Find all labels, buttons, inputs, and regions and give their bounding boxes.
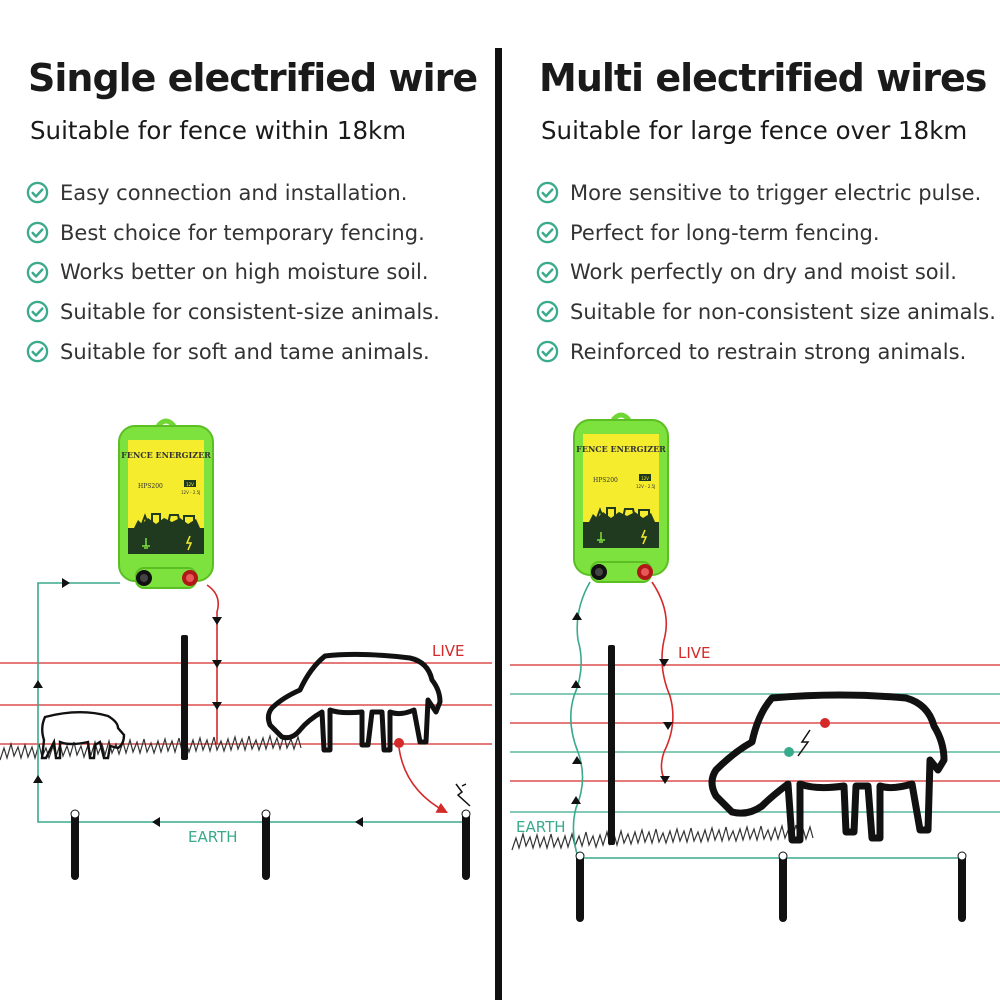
- grass: [0, 733, 302, 761]
- feature-item: Works better on high moisture soil.: [26, 252, 440, 292]
- flow-arrow: [572, 756, 582, 764]
- feature-item: More sensitive to trigger electric pulse…: [536, 173, 996, 213]
- earth-label: EARTH: [516, 818, 566, 836]
- lightning-spark-icon: [455, 783, 471, 807]
- shock-path: [398, 747, 448, 814]
- check-circle-icon: [536, 340, 559, 363]
- single-wire-subtitle: Suitable for fence within 18km: [30, 116, 407, 145]
- feature-item: Suitable for soft and tame animals.: [26, 332, 440, 372]
- big-cow-icon: [708, 691, 948, 844]
- flow-arrow: [355, 817, 363, 827]
- feature-item: Perfect for long-term fencing.: [536, 213, 996, 253]
- multi-wire-panel: Multi electrified wires Suitable for lar…: [505, 0, 1000, 1000]
- fence-post: [608, 645, 615, 845]
- feature-text: Easy connection and installation.: [60, 180, 408, 205]
- check-circle-icon: [536, 301, 559, 323]
- device-name: FENCE ENERGIZER: [576, 444, 666, 454]
- device-name: FENCE ENERGIZER: [121, 450, 211, 460]
- big-cow-icon: [265, 651, 443, 753]
- feature-item: Easy connection and installation.: [26, 173, 440, 213]
- earth-wire: [37, 582, 466, 823]
- feature-item: Suitable for consistent-size animals.: [26, 292, 440, 332]
- check-circle-icon: [26, 182, 49, 204]
- multi-wire-diagram: LIVE EARTH FENCE ENERGIZER HPS200 12V 12…: [510, 415, 1000, 922]
- fence-energizer: FENCE ENERGIZER HPS200 12V 12V - 2.5J: [119, 421, 213, 588]
- feature-text: More sensitive to trigger electric pulse…: [570, 180, 982, 205]
- contact-point: [820, 718, 830, 728]
- earth-label: EARTH: [188, 828, 238, 846]
- flow-arrow: [212, 660, 222, 668]
- flow-arrow: [33, 680, 43, 688]
- feature-text: Best choice for temporary fencing.: [60, 220, 425, 245]
- feature-text: Suitable for soft and tame animals.: [60, 339, 430, 364]
- panel-divider: [495, 48, 502, 1000]
- fence-post: [181, 635, 188, 760]
- grass: [511, 823, 814, 851]
- device-model: HPS200: [593, 477, 618, 484]
- flow-arrow: [152, 817, 160, 827]
- flow-arrow: [212, 617, 222, 625]
- flow-arrow: [33, 775, 43, 783]
- check-circle-icon: [26, 261, 49, 283]
- check-circle-icon: [536, 182, 559, 204]
- feature-text: Suitable for non-consistent size animals…: [570, 299, 996, 324]
- check-circle-icon: [26, 221, 49, 244]
- check-circle-icon: [536, 261, 559, 283]
- live-lead: [651, 581, 674, 783]
- feature-text: Reinforced to restrain strong animals.: [570, 339, 967, 364]
- flow-arrow: [663, 722, 673, 730]
- feature-text: Work perfectly on dry and moist soil.: [570, 260, 957, 285]
- flow-arrow: [212, 702, 222, 710]
- ground-rod: [70, 809, 80, 880]
- earth-lead: [570, 581, 591, 859]
- lightning-spark-icon: [797, 729, 811, 757]
- flow-arrow: [62, 578, 70, 588]
- multi-wire-subtitle: Suitable for large fence over 18km: [541, 116, 968, 145]
- live-feed: [206, 584, 220, 744]
- feature-text: Perfect for long-term fencing.: [570, 220, 880, 245]
- animal-silhouettes-icon: [596, 507, 650, 519]
- device-spec: 12V - 2.5J: [181, 490, 200, 495]
- ground-rod: [461, 809, 471, 880]
- check-circle-icon: [536, 221, 559, 244]
- ground-rod: [261, 809, 271, 880]
- single-wire-feature-list: Easy connection and installation. Best c…: [26, 173, 440, 371]
- ground-rod: [957, 851, 967, 922]
- multi-wire-feature-list: More sensitive to trigger electric pulse…: [536, 173, 996, 371]
- flow-arrow: [660, 776, 670, 784]
- ground-rod: [778, 851, 788, 922]
- contact-point: [394, 738, 404, 748]
- flow-arrow: [659, 659, 669, 667]
- live-label: LIVE: [678, 644, 711, 662]
- flow-arrow: [571, 796, 581, 804]
- feature-item: Reinforced to restrain strong animals.: [536, 332, 996, 372]
- device-battery: 12V: [641, 476, 649, 481]
- feature-item: Suitable for non-consistent size animals…: [536, 292, 996, 332]
- fence-energizer: FENCE ENERGIZER HPS200 12V 12V - 2.5J: [574, 415, 668, 582]
- device-model: HPS200: [138, 483, 163, 490]
- feature-item: Work perfectly on dry and moist soil.: [536, 252, 996, 292]
- live-label: LIVE: [432, 642, 465, 660]
- animal-silhouettes-icon: [141, 513, 195, 525]
- feature-text: Suitable for consistent-size animals.: [60, 299, 440, 324]
- single-wire-panel: Single electrified wire Suitable for fen…: [0, 0, 495, 1000]
- check-circle-icon: [26, 301, 49, 323]
- single-wire-title: Single electrified wire: [28, 56, 478, 100]
- ground-rod: [575, 851, 585, 922]
- flow-arrow: [571, 680, 581, 688]
- small-cow-icon: [40, 711, 126, 760]
- multi-wire-title: Multi electrified wires: [539, 56, 987, 100]
- feature-text: Works better on high moisture soil.: [60, 260, 429, 285]
- check-circle-icon: [26, 340, 49, 363]
- single-wire-diagram: LIVE EARTH FENCE ENERGIZER HPS200 12V 12…: [0, 421, 492, 880]
- feature-item: Best choice for temporary fencing.: [26, 213, 440, 253]
- device-battery: 12V: [186, 482, 194, 487]
- device-spec: 12V - 2.5J: [636, 484, 655, 489]
- flow-arrow: [572, 612, 582, 620]
- contact-point: [784, 747, 794, 757]
